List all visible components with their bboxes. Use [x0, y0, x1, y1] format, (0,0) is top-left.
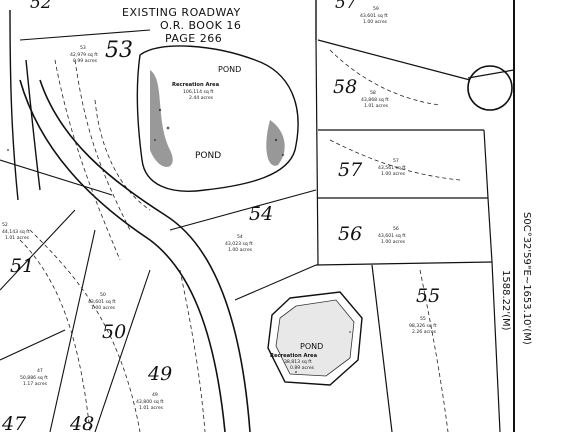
lot-49-acres: 1.01 acres — [139, 405, 164, 411]
boundary-bearing: S0C°32'59"E~1653.10'(M) — [521, 212, 532, 345]
contour-line — [74, 59, 131, 231]
south-pond-water — [275, 299, 355, 377]
lot-56-handwritten: 56 — [338, 223, 362, 245]
lot-line — [94, 269, 151, 432]
lot-55-number: 55 — [420, 316, 426, 322]
lot-line-54-north — [169, 189, 317, 231]
lot-54-handwritten: 54 — [249, 203, 273, 225]
pond-shading — [266, 120, 285, 166]
lot-50-acres: 1.00 acres — [91, 305, 116, 311]
lot-51-handwritten: 51 — [10, 255, 34, 277]
south-pond-sqft: 38,813 sq ft — [284, 359, 312, 365]
north-pond-area — [136, 45, 299, 192]
header-line-1: EXISTING ROADWAY — [122, 6, 241, 19]
lot-59-sqft: 43,601 sq ft — [360, 13, 388, 19]
lot-52-sqft: 44,143 sq ft — [2, 229, 30, 235]
lot-53-handwritten: 53 — [105, 38, 133, 63]
lot-58-number: 58 — [370, 90, 376, 96]
lot-55-handwritten: 55 — [416, 285, 440, 307]
lot-line — [0, 159, 113, 196]
contour-line — [329, 49, 441, 106]
lot-57-number: 57 — [393, 158, 399, 164]
lot-47-number: 47 — [37, 368, 43, 374]
lot-line-east — [483, 129, 501, 432]
north-pond-label: POND — [218, 65, 241, 74]
north-pond-label-2: POND — [195, 151, 221, 161]
contour-line — [329, 139, 461, 181]
road-edge — [9, 9, 19, 201]
lot-59-acres: 1.00 acres — [363, 19, 388, 25]
header-line-3: PAGE 266 — [165, 32, 222, 45]
lot-55-sqft: 98,326 sq ft — [409, 323, 437, 329]
lot-50-sqft: 43,601 sq ft — [88, 299, 116, 305]
lot-48-handwritten: 48 — [69, 413, 94, 432]
boundary-distance: 1588.22'(M) — [500, 270, 511, 331]
south-pond-label: POND — [300, 342, 323, 351]
lot-54-sqft: 43,023 sq ft — [225, 241, 253, 247]
road-edge-west — [19, 79, 226, 432]
south-pond-acres: 0.89 acres — [290, 365, 315, 371]
lot-line — [49, 229, 96, 432]
contour-line — [29, 229, 141, 432]
lot-47-acres: 1.17 acres — [23, 381, 48, 387]
lot-52-acres: 1.01 acres — [5, 235, 30, 241]
lot-56-acres: 1.00 acres — [381, 239, 406, 245]
contour-line — [419, 269, 449, 432]
lot-56-sqft: 43,601 sq ft — [378, 233, 406, 239]
lot-54-number: 54 — [237, 234, 243, 240]
lot-49-handwritten: 49 — [147, 363, 172, 385]
lot-57-handwritten: 57 — [338, 159, 363, 181]
north-pond-acres: 2.44 acres — [189, 95, 214, 101]
north-pond-area-title: Recreation Area — [172, 82, 220, 88]
lot-55-acres: 2.26 acres — [412, 329, 437, 335]
road-edge — [25, 59, 41, 191]
lot-53-sqft: 42,979 sq ft — [70, 52, 98, 58]
lot-53-acres: 0.99 acres — [73, 58, 98, 64]
lot-line-58-north — [317, 39, 471, 81]
lot-52-number: 52 — [2, 222, 8, 228]
lot-58-handwritten: 58 — [333, 76, 357, 98]
lot-47-sqft: 50,886 sq ft — [20, 375, 48, 381]
lot-50-handwritten: 50 — [102, 321, 126, 343]
lot-59-handwritten: 57 — [335, 0, 357, 13]
pond-shading — [150, 70, 173, 167]
lot-58-acres: 1.01 acres — [364, 103, 389, 109]
south-pond-outline — [267, 291, 363, 386]
contour-line — [54, 59, 121, 261]
lot-56-number: 56 — [393, 226, 399, 232]
lot-54-acres: 1.00 acres — [228, 247, 253, 253]
lot-line — [467, 69, 515, 79]
north-pond-sqft: 106,114 sq ft — [183, 89, 214, 95]
lot-53-number: 53 — [80, 45, 86, 51]
lot-line-54-south — [234, 264, 317, 301]
lot-line-55-west — [371, 264, 393, 432]
lot-49-sqft: 43,800 sq ft — [136, 399, 164, 405]
south-pond-area-title: Recreation Area — [270, 353, 318, 359]
lot-52-handwritten: 52 — [30, 0, 52, 13]
lot-49-number: 49 — [152, 392, 158, 398]
lot-59-number: 59 — [373, 6, 379, 12]
lot-50-number: 50 — [100, 292, 106, 298]
lot-line-west — [315, 39, 319, 266]
lot-57-sqft: 43,561 sq ft — [378, 165, 406, 171]
lot-area-notes: 53 42,979 sq ft 0.99 acres 58 43,868 sq … — [2, 6, 437, 411]
lot-57-acres: 1.00 acres — [381, 171, 406, 177]
lot-line — [19, 29, 151, 41]
lot-58-sqft: 43,868 sq ft — [361, 97, 389, 103]
scan-noise — [7, 108, 351, 373]
lot-line-56-south — [315, 261, 493, 266]
contour-line — [179, 269, 206, 432]
lot-line — [0, 329, 66, 361]
header-line-2: O.R. BOOK 16 — [160, 19, 241, 32]
contour-line — [94, 99, 151, 211]
contour-line — [19, 239, 91, 432]
lot-47-handwritten: 47 — [1, 413, 27, 432]
lot-line — [0, 209, 76, 291]
road-edge-east — [39, 79, 251, 432]
cul-de-sac — [467, 65, 513, 111]
